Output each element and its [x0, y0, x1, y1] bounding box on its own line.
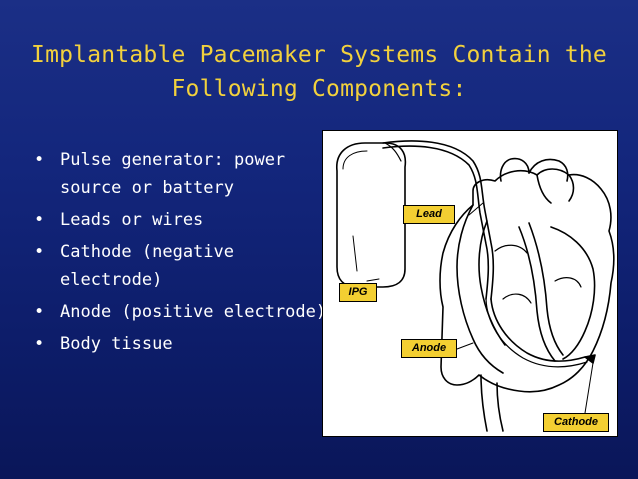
slide-title-line-2: Following Components: — [171, 76, 467, 102]
lead-label: Lead — [403, 205, 455, 224]
anode-label: Anode — [401, 339, 457, 358]
bullet-item: Cathode (negative electrode) — [28, 238, 328, 294]
pulse-generator-can — [336, 142, 407, 288]
cathode-label: Cathode — [543, 413, 609, 432]
bullet-item: Anode (positive electrode) — [28, 298, 328, 326]
slide-title: Implantable Pacemaker Systems Contain th… — [0, 38, 638, 106]
bullet-item: Body tissue — [28, 330, 328, 358]
pacemaker-heart-diagram: Lead IPG Anode Cathode — [322, 130, 618, 437]
heart-outline — [439, 168, 615, 393]
component-bullet-list: Pulse generator: power source or battery… — [28, 146, 328, 362]
bullet-item: Leads or wires — [28, 206, 328, 234]
bullet-item: Pulse generator: power source or battery — [28, 146, 328, 202]
ipg-label: IPG — [339, 283, 377, 302]
heart-illustration — [336, 140, 615, 432]
slide-title-line-1: Implantable Pacemaker Systems Contain th… — [31, 42, 607, 68]
